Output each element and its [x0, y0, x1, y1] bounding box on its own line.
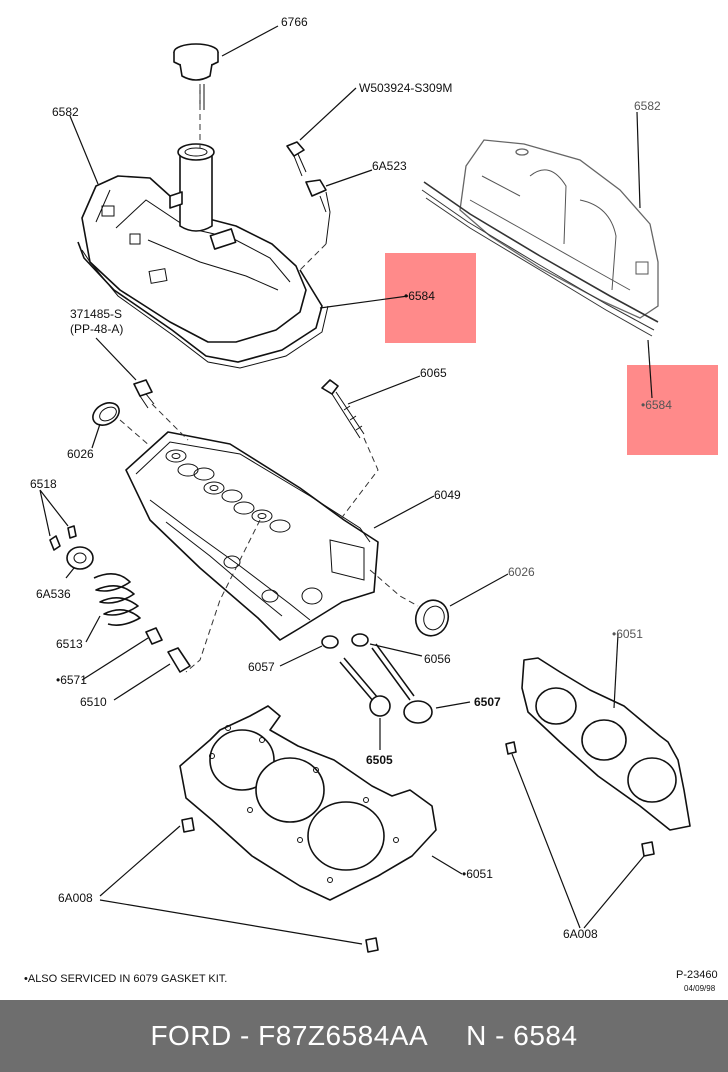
label-6057: 6057: [248, 660, 275, 674]
label-w503924: W503924-S309M: [359, 81, 452, 95]
dowel-left-bottom: [365, 937, 379, 953]
washer-6056: [351, 633, 369, 647]
label-6026-bottom: 6026: [508, 565, 535, 579]
head-bolt: [321, 379, 365, 439]
label-6a523: 6A523: [372, 159, 407, 173]
label-6766: 6766: [281, 15, 308, 29]
valve-spring: [93, 573, 141, 626]
exploded-parts-diagram: 6766 W503924-S309M 6A523 6582 6582 •6584…: [24, 15, 718, 993]
label-6584-right: •6584: [641, 398, 672, 412]
label-6051-main: •6051: [462, 867, 493, 881]
spring-retainer: [66, 546, 94, 570]
dowel-left-top: [181, 817, 195, 833]
label-6510: 6510: [80, 695, 107, 709]
label-6a536: 6A536: [36, 587, 71, 601]
rocker-cover-right: [459, 139, 659, 319]
exhaust-valve: [371, 643, 433, 724]
label-6582-right: 6582: [634, 99, 661, 113]
figure-date: 04/09/98: [684, 984, 716, 993]
cylinder-head: [125, 431, 379, 641]
head-gasket-main: [179, 705, 437, 901]
valve-seal: [145, 627, 191, 673]
label-6065: 6065: [420, 366, 447, 380]
plug-371485: [133, 379, 155, 409]
label-6a008-right: 6A008: [563, 927, 598, 941]
oem-number: N - 6584: [466, 1020, 578, 1051]
washer-6057: [321, 635, 339, 649]
label-6505: 6505: [366, 753, 393, 767]
dowel-right-top: [505, 741, 517, 755]
cam-plug-top: [92, 402, 120, 426]
gasket-left: [77, 241, 329, 369]
valve-keys: [49, 525, 77, 551]
brand-part-number: FORD - F87Z6584AA: [150, 1020, 429, 1051]
label-6a008-left: 6A008: [58, 891, 93, 905]
part-number-banner: FORD - F87Z6584AA N - 6584: [0, 1000, 728, 1072]
label-6049: 6049: [434, 488, 461, 502]
label-371485-s: 371485-S: [70, 307, 122, 321]
gasket-right: [421, 181, 659, 337]
label-6584-left: •6584: [404, 289, 435, 303]
label-6582-left: 6582: [52, 105, 79, 119]
highlight-box-gasket-left: [385, 253, 476, 343]
label-6518: 6518: [30, 477, 57, 491]
cam-plug-bottom: [414, 599, 450, 637]
rocker-cover-left: [81, 143, 307, 343]
head-gasket-right: [521, 657, 691, 831]
label-6026-top: 6026: [67, 447, 94, 461]
cover-stud: [305, 179, 331, 245]
label-6056: 6056: [424, 652, 451, 666]
label-6507: 6507: [474, 695, 501, 709]
label-6513: 6513: [56, 637, 83, 651]
label-pp-48-a: (PP-48-A): [70, 322, 123, 336]
highlight-box-gasket-right: [627, 365, 718, 455]
intake-valve: [339, 657, 391, 717]
footnote: •ALSO SERVICED IN 6079 GASKET KIT.: [24, 973, 227, 985]
oil-filler-cap: [173, 43, 219, 110]
dowel-right-bottom: [641, 841, 655, 857]
figure-number: P-23460: [676, 969, 718, 981]
label-6571: •6571: [56, 673, 87, 687]
label-6051-right: •6051: [612, 627, 643, 641]
cover-bolt: [286, 141, 307, 177]
